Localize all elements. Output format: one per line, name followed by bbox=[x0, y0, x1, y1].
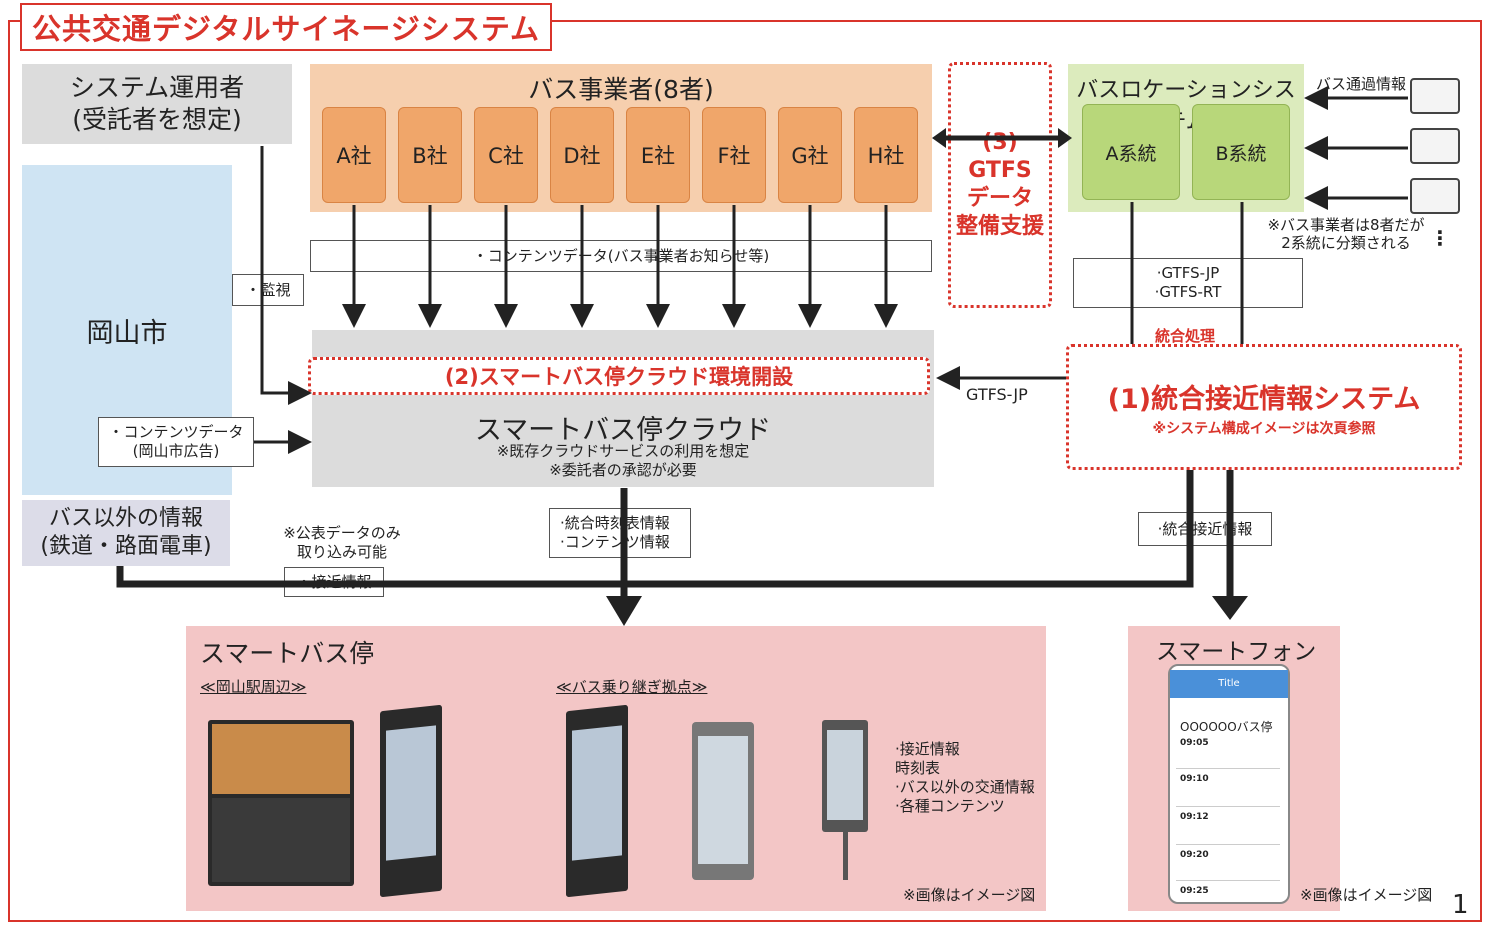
gtfs-support-line1: (3) bbox=[982, 130, 1018, 155]
phone-row-divider bbox=[1176, 880, 1280, 881]
bus-icon bbox=[1410, 78, 1460, 114]
public-note-line2: 取り込み可能 bbox=[296, 543, 387, 561]
operator-line2: (受託者を想定) bbox=[72, 105, 242, 134]
standing-kiosk-image-2 bbox=[566, 704, 628, 898]
gtfs-support-line3: データ bbox=[966, 186, 1033, 211]
cloud-note1: ※既存クラウドサービスの利用を想定 bbox=[496, 442, 750, 460]
pole bbox=[843, 832, 848, 880]
bus-operators-title: バス事業者(8者) bbox=[528, 75, 714, 104]
feature-item: ·接近情報 bbox=[895, 740, 960, 758]
feature-item: ·バス以外の交通情報 bbox=[895, 778, 1035, 796]
public-note-line1: ※公表データのみ bbox=[283, 524, 401, 542]
smartphone-title: スマートフォン bbox=[1156, 639, 1317, 665]
phone-stop-name: OOOOOOバス停 bbox=[1180, 720, 1273, 734]
integrated-system-title: (1)統合接近情報システム bbox=[1107, 383, 1421, 415]
cloud-note: ※既存クラウドサービスの利用を想定 ※委託者の承認が必要 bbox=[312, 442, 934, 480]
operator-line1: システム運用者 bbox=[69, 73, 245, 102]
cloud-setup-label: (2)スマートバス停クラウド環境開設 bbox=[308, 357, 930, 395]
phone-app-header: Title bbox=[1170, 670, 1288, 698]
wall-screen bbox=[698, 736, 748, 864]
city-content-line2: (岡山市広告) bbox=[132, 442, 220, 460]
timetable-label: ·統合時刻表情報 bbox=[560, 514, 670, 532]
integration-process-label: 統合処理 bbox=[1155, 327, 1216, 345]
company-c: C社 bbox=[474, 107, 538, 203]
phone-time: 09:12 bbox=[1180, 812, 1209, 822]
integrated-approach-box: ·統合接近情報 bbox=[1138, 512, 1272, 546]
gtfs-jp-label: ·GTFS-JP bbox=[1156, 264, 1220, 282]
gtfs-support-line2: GTFS bbox=[968, 158, 1032, 183]
page-number: 1 bbox=[1452, 890, 1469, 920]
company-d: D社 bbox=[550, 107, 614, 203]
smartphone-image bbox=[1168, 664, 1290, 904]
monitor-label-box: ・監視 bbox=[232, 274, 304, 306]
nonbus-line2: (鉄道・路面電車) bbox=[40, 534, 212, 559]
feature-item: 時刻表 bbox=[895, 759, 941, 777]
content-data-bar: ・コンテンツデータ(バス事業者お知らせ等) bbox=[310, 240, 932, 272]
display-timetable-area bbox=[212, 798, 350, 882]
pole-screen bbox=[827, 730, 863, 820]
phone-row-divider bbox=[1176, 806, 1280, 807]
company-a: A社 bbox=[322, 107, 386, 203]
integrated-approach-system: (1)統合接近情報システム ※システム構成イメージは次頁参照 bbox=[1066, 344, 1462, 470]
phone-time: 09:20 bbox=[1180, 850, 1209, 860]
bus-location-note2: 2系統に分類される bbox=[1281, 234, 1411, 252]
cloud-note2: ※委託者の承認が必要 bbox=[549, 461, 697, 479]
monitor-label: ・監視 bbox=[245, 280, 291, 299]
phone-row-divider bbox=[1176, 844, 1280, 845]
phone-row-divider bbox=[1176, 768, 1280, 769]
timetable-content-box: ·統合時刻表情報 ·コンテンツ情報 bbox=[549, 508, 691, 558]
bus-icon bbox=[1410, 178, 1460, 214]
display-map-area bbox=[212, 724, 350, 794]
route-b: B系統 bbox=[1192, 104, 1290, 200]
content-info-label: ·コンテンツ情報 bbox=[560, 533, 670, 551]
bus-location-note: ※バス事業者は8者だが 2系統に分類される bbox=[1246, 216, 1446, 252]
city-label: 岡山市 bbox=[86, 317, 168, 349]
gtfs-rt-label: ·GTFS-RT bbox=[1154, 283, 1222, 301]
route-a: A系統 bbox=[1082, 104, 1180, 200]
non-bus-info-box: バス以外の情報 (鉄道・路面電車) bbox=[22, 500, 230, 566]
okayama-station-label: ≪岡山駅周辺≫ bbox=[200, 678, 307, 696]
smart-bus-stop-cloud bbox=[312, 330, 934, 487]
wide-display-image bbox=[208, 720, 354, 886]
phone-app-title: Title bbox=[1218, 678, 1240, 689]
content-data-label: ・コンテンツデータ(バス事業者お知らせ等) bbox=[472, 246, 770, 265]
pole-display-image bbox=[822, 720, 868, 832]
city-content-line1: ・コンテンツデータ bbox=[108, 423, 244, 441]
wall-mounted-display-image bbox=[692, 722, 754, 880]
smart-stop-feature-list: ·接近情報 時刻表 ·バス以外の交通情報 ·各種コンテンツ bbox=[895, 740, 1035, 816]
feature-item: ·各種コンテンツ bbox=[895, 797, 1005, 815]
integrated-system-note: ※システム構成イメージは次頁参照 bbox=[1152, 420, 1376, 437]
company-e: E社 bbox=[626, 107, 690, 203]
cloud-title: スマートバス停クラウド bbox=[474, 415, 772, 446]
smartphone-image-note: ※画像はイメージ図 bbox=[1300, 886, 1433, 904]
phone-time: 09:25 bbox=[1180, 886, 1209, 896]
bus-icon bbox=[1410, 128, 1460, 164]
public-data-note: ※公表データのみ 取り込み可能 bbox=[272, 524, 412, 562]
company-f: F社 bbox=[702, 107, 766, 203]
city-content-box: ・コンテンツデータ (岡山市広告) bbox=[98, 417, 254, 467]
gtfs-format-box: ·GTFS-JP ·GTFS-RT bbox=[1073, 258, 1303, 308]
bus-pass-label: バス通過情報 bbox=[1316, 75, 1407, 93]
system-operator-box: システム運用者 (受託者を想定) bbox=[22, 64, 292, 144]
smart-stop-title: スマートバス停 bbox=[200, 639, 375, 668]
standing-kiosk-image bbox=[380, 704, 442, 898]
gtfs-support-box: (3) GTFS データ 整備支援 bbox=[948, 62, 1052, 308]
outer-frame bbox=[8, 20, 1482, 922]
gtfs-jp-arrow-label: GTFS-JP bbox=[966, 385, 1028, 404]
more-buses-ellipsis: ⋮ bbox=[1430, 226, 1450, 250]
company-h: H社 bbox=[854, 107, 918, 203]
bus-location-note1: ※バス事業者は8者だが bbox=[1267, 216, 1425, 234]
phone-time: 09:10 bbox=[1180, 774, 1209, 784]
gtfs-support-line4: 整備支援 bbox=[955, 214, 1044, 239]
transfer-hub-label: ≪バス乗り継ぎ拠点≫ bbox=[556, 678, 708, 696]
kiosk-screen bbox=[386, 725, 436, 861]
company-b: B社 bbox=[398, 107, 462, 203]
page-title: 公共交通デジタルサイネージシステム bbox=[20, 3, 552, 51]
company-g: G社 bbox=[778, 107, 842, 203]
nonbus-line1: バス以外の情報 bbox=[48, 506, 203, 531]
smart-stop-image-note: ※画像はイメージ図 bbox=[903, 886, 1036, 904]
phone-time: 09:05 bbox=[1180, 738, 1209, 748]
kiosk-screen bbox=[572, 725, 622, 861]
